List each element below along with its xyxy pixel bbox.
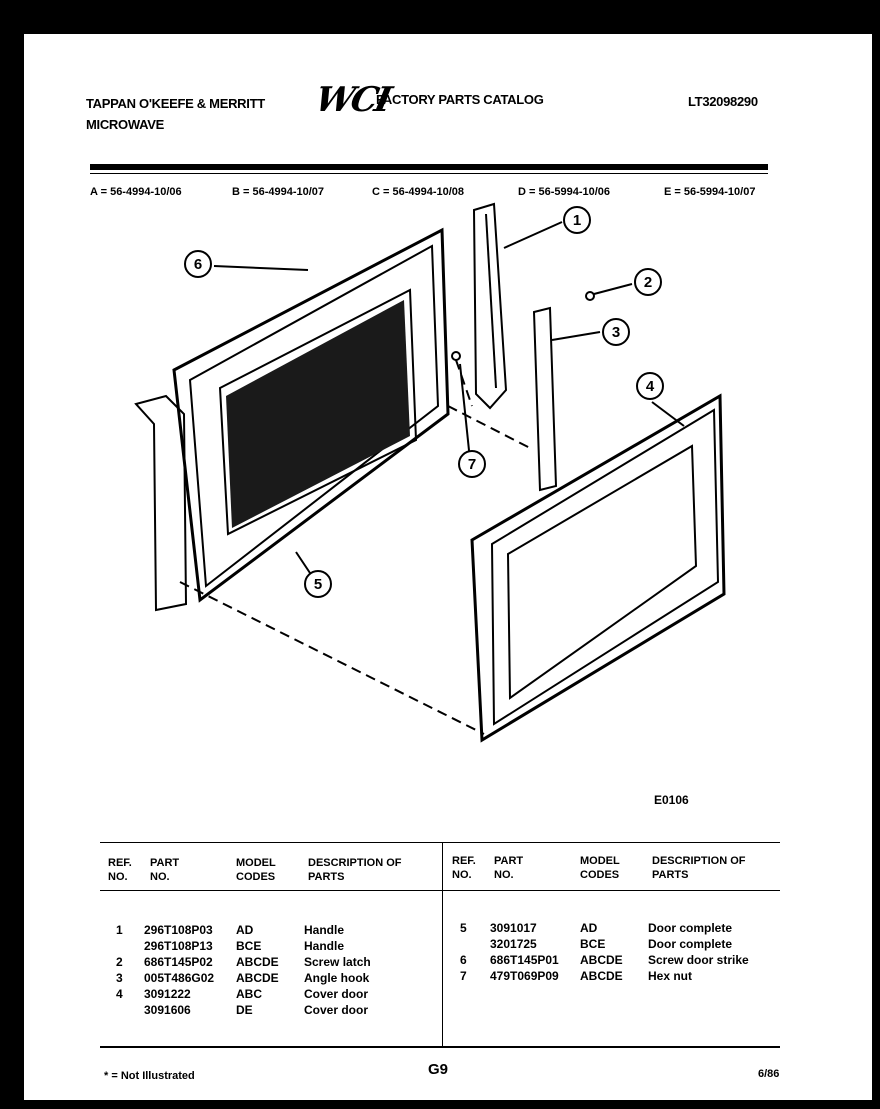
footnote: * = Not Illustrated (104, 1070, 195, 1082)
model-code-a: A = 56-4994-10/06 (90, 186, 182, 198)
header-ref: REF. NO. (108, 857, 132, 883)
table-top-rule (100, 842, 780, 843)
product-type: MICROWAVE (86, 117, 164, 132)
catalog-title: FACTORY PARTS CATALOG (376, 92, 544, 107)
brand-name: TAPPAN O'KEEFE & MERRITT (86, 96, 265, 111)
page-number: G9 (428, 1061, 449, 1078)
revision-date: 6/86 (758, 1068, 780, 1080)
parts-catalog-page: TAPPAN O'KEEFE & MERRITT MICROWAVE WCI F… (24, 34, 872, 1100)
model-code-b: B = 56-4994-10/07 (232, 186, 325, 198)
hex-nut-mark (451, 351, 461, 361)
cover-door-window (506, 444, 698, 700)
footer-rule (100, 1046, 780, 1048)
left-bracket-shape (134, 394, 188, 612)
handle-shape (472, 202, 508, 410)
angle-hook-shape (532, 306, 558, 492)
header-part-right: PART NO. (494, 855, 524, 881)
door-frame-inner (188, 244, 440, 588)
callout-6: 6 (194, 256, 202, 273)
exploded-door-diagram: 1 2 3 4 5 6 7 (134, 202, 726, 743)
callout-5: 5 (314, 576, 322, 593)
header-underline (100, 890, 780, 891)
catalog-code: LT32098290 (688, 94, 758, 109)
header-ref-right: REF. NO. (452, 855, 476, 881)
callout-7: 7 (468, 456, 476, 473)
header-model: MODEL CODES (236, 857, 276, 883)
header-rule-thin (90, 173, 768, 174)
callout-3: 3 (612, 324, 620, 341)
cover-door-shape (470, 393, 726, 743)
callout-4: 4 (646, 378, 655, 395)
model-code-c: C = 56-4994-10/08 (372, 186, 465, 198)
cover-door-inner (490, 408, 720, 726)
door-window-shape (218, 288, 418, 536)
header-rule (90, 164, 768, 170)
model-code-e: E = 56-5994-10/07 (664, 186, 756, 198)
header-desc-right: DESCRIPTION OF PARTS (652, 855, 746, 881)
screw-latch-mark (585, 291, 595, 301)
callout-1: 1 (573, 212, 581, 229)
header-part: PART NO. (150, 857, 180, 883)
table-divider (442, 842, 443, 1046)
model-code-d: D = 56-5994-10/06 (518, 186, 611, 198)
header-model-right: MODEL CODES (580, 855, 620, 881)
figure-code: E0106 (654, 793, 689, 807)
callout-2: 2 (644, 274, 652, 291)
door-screen-fill (226, 300, 410, 528)
header-desc: DESCRIPTION OF PARTS (308, 857, 402, 883)
